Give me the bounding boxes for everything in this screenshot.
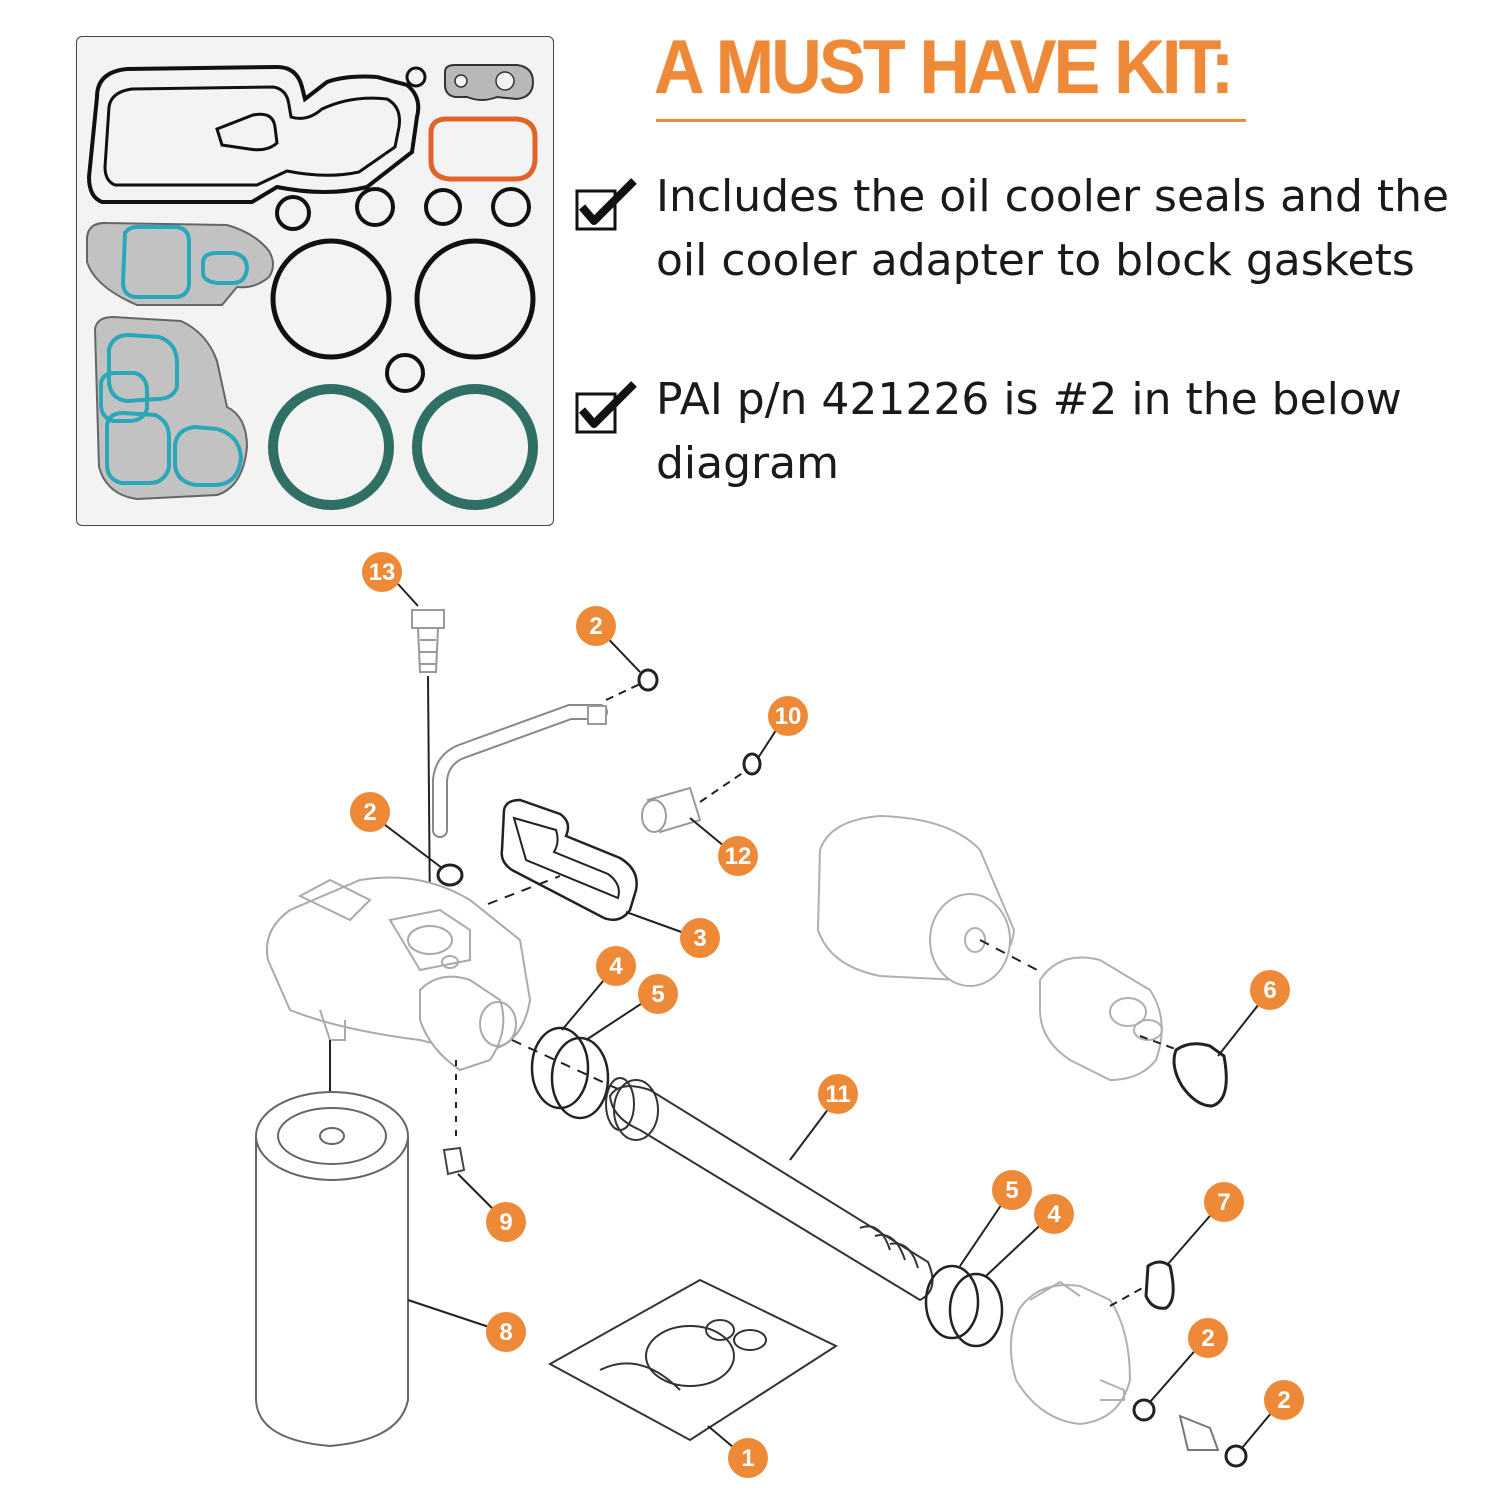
cooler-tube-part-11	[605, 1077, 934, 1302]
callout-label: 2	[589, 613, 602, 640]
callout-12: 12	[718, 836, 758, 876]
large-green-oring	[268, 384, 394, 510]
bullet-text-1: Includes the oil cooler seals and the oi…	[656, 165, 1486, 293]
oil-filter-part-8	[255, 1091, 409, 1448]
thermostat-housing	[1009, 1280, 1132, 1426]
large-black-oring	[414, 238, 536, 360]
callout-label: 4	[1047, 1201, 1061, 1228]
small-oring	[355, 187, 395, 227]
bullet-line: oil cooler adapter to block gaskets	[656, 235, 1415, 286]
gasket-kit-illustration	[86, 64, 538, 510]
callout-6: 6	[1250, 970, 1290, 1010]
callout-label: 3	[693, 925, 706, 952]
gasket-kit-bag-part-1	[547, 1278, 839, 1442]
bolt-part-13	[411, 609, 445, 673]
plug-part-9	[442, 1146, 466, 1176]
small-oring	[405, 66, 427, 88]
callout-label: 6	[1263, 977, 1276, 1004]
checkbox-checked-icon	[575, 381, 637, 434]
gasket-part-3	[500, 798, 638, 921]
callout-5: 5	[992, 1170, 1032, 1210]
orange-oring	[428, 116, 538, 182]
callout-10: 10	[768, 696, 808, 736]
headline: A MUST HAVE KIT:	[654, 25, 1234, 110]
headline-underline	[656, 119, 1246, 122]
triangle-seal-part-6	[1172, 1042, 1228, 1108]
bullet-text-2: PAI p/n 421226 is #2 in the below diagra…	[656, 368, 1486, 496]
callout-label: 5	[651, 981, 664, 1008]
callout-11: 11	[818, 1074, 858, 1114]
gasket-kit-image	[76, 36, 554, 526]
small-oring	[491, 187, 531, 227]
callout-13: 13	[362, 552, 402, 592]
callout-4: 4	[1034, 1194, 1074, 1234]
callout-label: 2	[1201, 1325, 1214, 1352]
callout-label: 12	[725, 843, 752, 870]
callout-label: 4	[609, 953, 623, 980]
large-green-oring	[412, 384, 538, 510]
callout-label: 1	[741, 1445, 754, 1472]
small-oring	[424, 188, 462, 226]
filter-adapter	[1039, 956, 1163, 1082]
bullet-line: Includes the oil cooler seals and the	[656, 171, 1450, 222]
callout-label: 5	[1005, 1177, 1018, 1204]
bullet-line: PAI p/n 421226 is #2 in the below	[656, 374, 1402, 425]
callout-2: 2	[350, 792, 390, 832]
callout-label: 13	[369, 559, 396, 586]
callout-label: 11	[825, 1081, 850, 1108]
callout-5: 5	[638, 974, 678, 1014]
exploded-parts-diagram: 13 2 10 2 12 3 4 5 6 11 9 5 4 7 8 2 2 1	[255, 552, 1304, 1478]
callout-4: 4	[596, 946, 636, 986]
secondary-filter	[816, 814, 1016, 987]
oval-seal-part-7	[1144, 1260, 1175, 1310]
bullet-line: diagram	[656, 438, 839, 489]
callout-1: 1	[728, 1438, 768, 1478]
callout-2: 2	[1188, 1318, 1228, 1358]
checkbox-checked-icon	[575, 178, 637, 231]
callout-label: 2	[1277, 1387, 1290, 1414]
callout-label: 7	[1217, 1189, 1230, 1216]
sleeve-part-12	[641, 786, 702, 834]
callout-8: 8	[486, 1312, 526, 1352]
large-black-oring	[270, 238, 392, 360]
callout-3: 3	[680, 918, 720, 958]
oil-cooler-housing	[266, 876, 532, 1072]
small-oring	[275, 195, 311, 231]
callout-2: 2	[1264, 1380, 1304, 1420]
small-oring	[385, 353, 425, 393]
adapter-block-gasket-lower	[93, 315, 249, 501]
callout-label: 2	[363, 799, 376, 826]
callout-9: 9	[486, 1202, 526, 1242]
callout-label: 9	[499, 1209, 512, 1236]
callout-label: 10	[775, 703, 802, 730]
callout-label: 8	[499, 1319, 512, 1346]
callout-2: 2	[576, 606, 616, 646]
callout-7: 7	[1204, 1182, 1244, 1222]
oil-cooler-outline-gasket	[86, 64, 421, 204]
